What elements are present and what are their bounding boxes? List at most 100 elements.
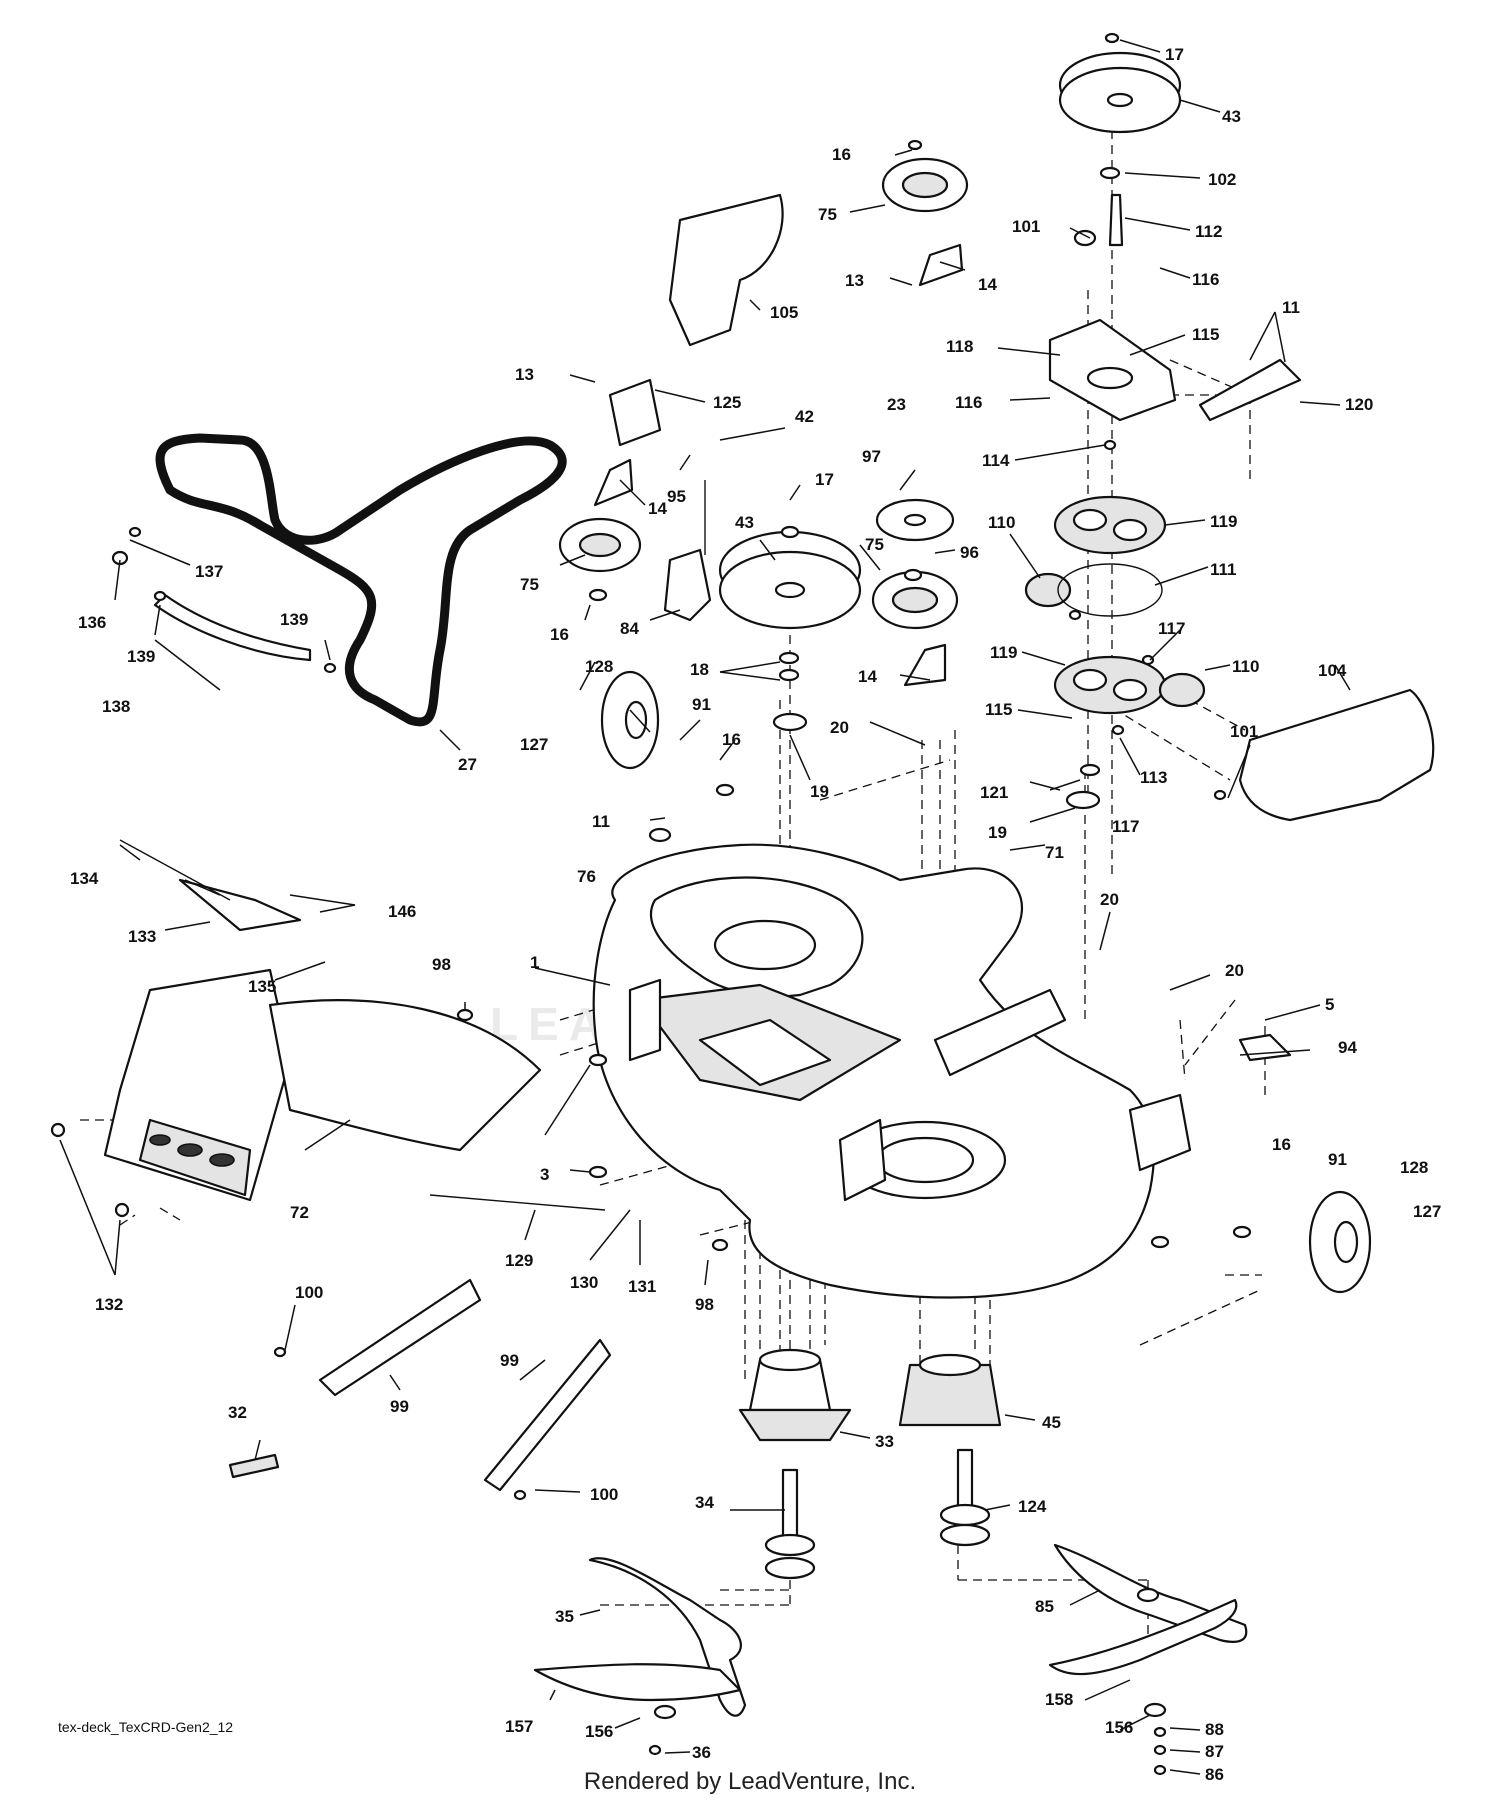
callout-116: 116 (1192, 270, 1219, 289)
bracket-84 (663, 548, 712, 622)
callout-42: 42 (795, 407, 814, 426)
idler-pulley-75-top (881, 157, 969, 213)
callout-138: 138 (102, 697, 130, 716)
discharge-chute (103, 968, 542, 1202)
callout-20: 20 (1225, 961, 1244, 980)
hardware (50, 32, 1252, 1776)
callout-98: 98 (432, 955, 451, 974)
rod-129 (429, 1194, 606, 1211)
footer-credit: Rendered by LeadVenture, Inc. (583, 1768, 917, 1795)
mower-deck (592, 843, 1192, 1299)
callout-32: 32 (228, 1403, 247, 1422)
callout-43: 43 (735, 513, 754, 532)
callout-128: 128 (585, 657, 613, 676)
spindle-33 (738, 1348, 852, 1442)
callout-115: 115 (985, 700, 1012, 719)
callout-43: 43 (1222, 107, 1241, 126)
callout-16: 16 (1272, 1135, 1291, 1154)
callout-112: 112 (1195, 222, 1222, 241)
callout-156: 156 (1105, 1718, 1133, 1737)
callout-99: 99 (500, 1351, 519, 1370)
callout-88: 88 (1205, 1720, 1224, 1739)
callout-16: 16 (832, 145, 851, 164)
leader-lines (59, 39, 1351, 1775)
callout-104: 104 (1318, 661, 1347, 680)
callout-20: 20 (1100, 890, 1119, 909)
callout-11: 11 (592, 812, 610, 831)
belt-cover-right (1238, 688, 1435, 822)
diagram-code: tex-deck_TexCRD-Gen2_12 (58, 1719, 234, 1735)
callout-75: 75 (520, 575, 539, 594)
callout-117: 117 (1158, 619, 1185, 638)
callout-116: 116 (955, 393, 982, 412)
bracket-125 (608, 378, 662, 447)
bracket-14-left (593, 458, 634, 507)
callout-127: 127 (1413, 1202, 1441, 1221)
callout-95: 95 (667, 487, 686, 506)
callout-101: 101 (1230, 722, 1258, 741)
gasket-111 (1057, 563, 1163, 617)
callout-96: 96 (960, 543, 979, 562)
callout-11: 11 (1282, 298, 1300, 317)
callout-17: 17 (815, 470, 834, 489)
callout-71: 71 (1045, 843, 1064, 862)
callout-118: 118 (946, 337, 973, 356)
bracket-120 (1198, 358, 1302, 422)
callout-14: 14 (978, 275, 997, 294)
callout-100: 100 (295, 1283, 323, 1302)
callout-101: 101 (1012, 217, 1040, 236)
gear-110-right (1158, 672, 1206, 708)
hose-138 (153, 593, 312, 662)
callout-100: 100 (590, 1485, 618, 1504)
callout-36: 36 (692, 1743, 711, 1762)
spindle-45 (898, 1353, 1002, 1427)
callout-16: 16 (722, 730, 741, 749)
pulley-top-43 (1058, 51, 1182, 134)
drive-belt (155, 433, 567, 727)
belt-cover-left (668, 193, 784, 347)
callout-23: 23 (887, 395, 906, 414)
callout-137: 137 (195, 562, 223, 581)
callout-127: 127 (520, 735, 548, 754)
callout-16: 16 (550, 625, 569, 644)
callout-120: 120 (1345, 395, 1373, 414)
callout-76: 76 (577, 867, 596, 886)
parts (50, 32, 1435, 1776)
callout-27: 27 (458, 755, 477, 774)
callout-157: 157 (505, 1717, 533, 1736)
callout-13: 13 (845, 271, 864, 290)
callout-85: 85 (1035, 1597, 1054, 1616)
callout-13: 13 (515, 365, 534, 384)
callout-105: 105 (770, 303, 798, 322)
callout-133: 133 (128, 927, 156, 946)
blade-157 (533, 1663, 742, 1702)
callout-146: 146 (388, 902, 416, 921)
callout-119: 119 (1210, 512, 1237, 531)
rod-134 (119, 839, 231, 901)
blade-158 (1048, 1598, 1238, 1676)
callout-19: 19 (988, 823, 1007, 842)
wheel-128-right (1308, 1190, 1372, 1294)
callout-98: 98 (695, 1295, 714, 1314)
callout-19: 19 (810, 782, 829, 801)
callout-14: 14 (858, 667, 877, 686)
callout-114: 114 (982, 451, 1010, 470)
callout-1: 1 (530, 953, 539, 972)
shaft-34 (764, 1468, 816, 1580)
callout-20: 20 (830, 718, 849, 737)
idler-pulley-75-left (558, 517, 642, 573)
callout-119: 119 (990, 643, 1017, 662)
callout-17: 17 (1165, 45, 1184, 64)
callout-102: 102 (1208, 170, 1236, 189)
spring-32 (228, 1453, 280, 1479)
bracket-14-right (903, 643, 947, 687)
callout-14: 14 (648, 499, 667, 518)
callout-124: 124 (1018, 1497, 1047, 1516)
callout-131: 131 (628, 1277, 656, 1296)
callout-134: 134 (70, 869, 99, 888)
gear-119-top (1053, 495, 1167, 555)
callout-129: 129 (505, 1251, 533, 1270)
callout-91: 91 (1328, 1150, 1347, 1169)
callout-115: 115 (1192, 325, 1219, 344)
callout-130: 130 (570, 1273, 598, 1292)
